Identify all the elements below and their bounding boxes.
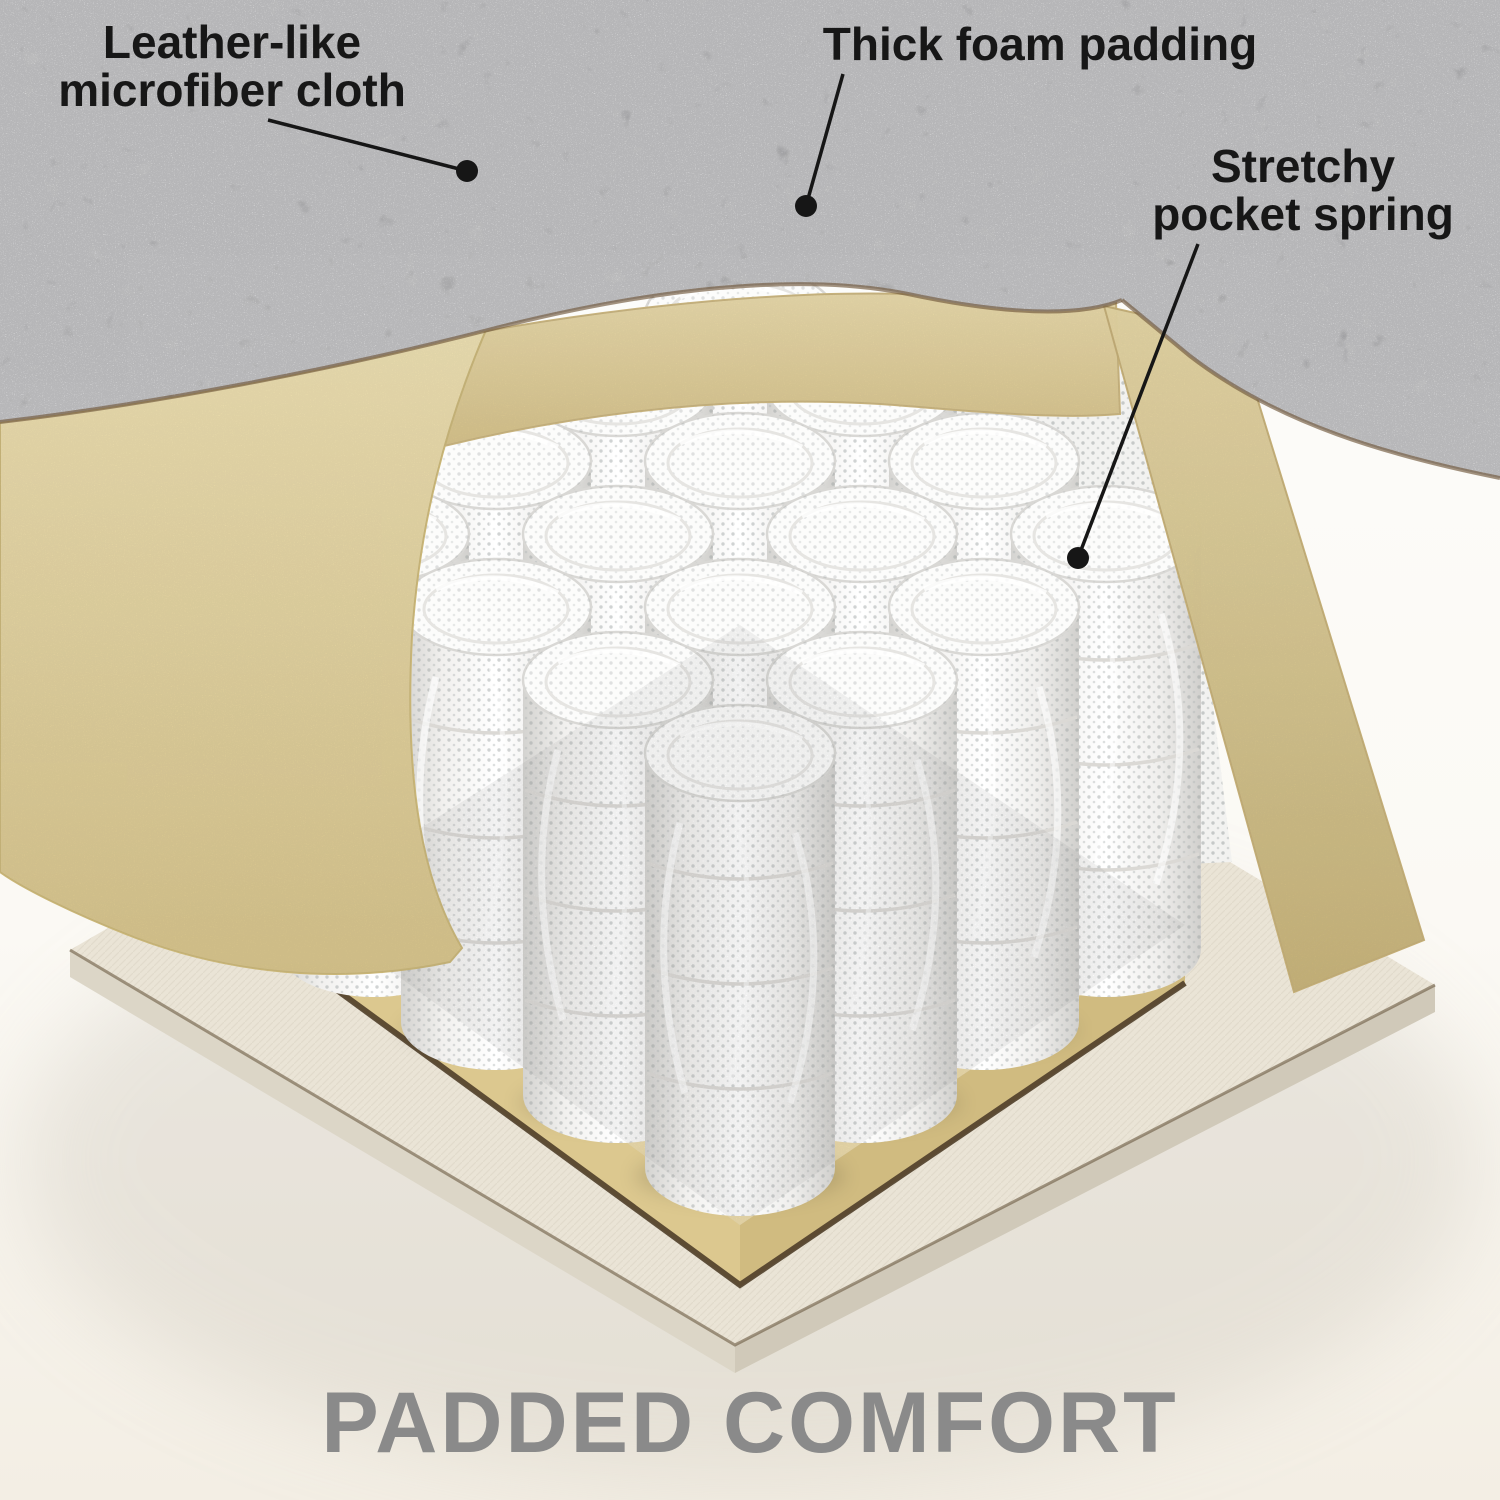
callout-label: Thick foam padding [823, 18, 1257, 70]
callout-label: microfiber cloth [58, 64, 406, 116]
callout-dot [456, 160, 478, 182]
bottom-fabric-rim-line [69, 948, 1436, 1347]
callout-label: Leather-like [103, 16, 361, 68]
cloth-edge-line-left [0, 282, 1123, 424]
caption-title: PADDED COMFORT [321, 1375, 1178, 1471]
bottom-fabric-edge-right [735, 985, 1435, 1373]
callout-microfiber-cloth: Leather-like microfiber cloth [58, 16, 478, 182]
callout-line [267, 118, 468, 173]
callout-line [804, 73, 845, 207]
callout-label: Stretchy [1211, 140, 1395, 192]
cloth-edge-line-right [1120, 298, 1500, 480]
callout-dot [1067, 547, 1089, 569]
bottom-fabric-edge-left [70, 950, 735, 1373]
callout-foam-padding: Thick foam padding [795, 18, 1257, 217]
callout-line [1076, 243, 1200, 559]
callout-pocket-spring: Stretchy pocket spring [1067, 140, 1454, 569]
callout-label: pocket spring [1152, 188, 1454, 240]
callout-dot [795, 195, 817, 217]
foam-base-rim-line [298, 960, 1187, 1289]
